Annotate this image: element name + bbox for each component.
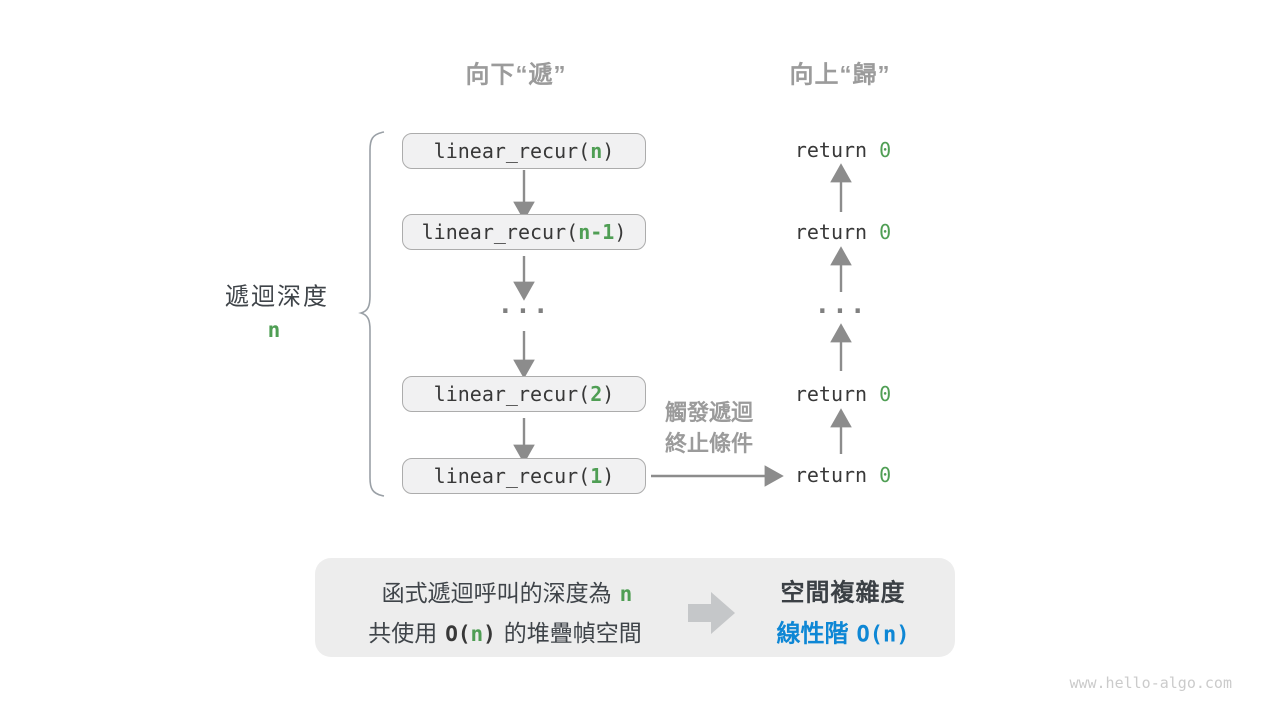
call-code: )	[602, 382, 615, 406]
call-code: )	[602, 464, 615, 488]
return-statement: return 0	[795, 220, 891, 244]
return-keyword: return	[794, 138, 868, 162]
call-code: linear_recur(	[433, 382, 591, 406]
summary-panel	[315, 558, 955, 657]
summary-depth-line: 函式遞迴呼叫的深度為 n	[382, 574, 633, 608]
return-value: 0	[879, 463, 892, 487]
termination-label: 觸發遞迴 終止條件	[665, 397, 753, 459]
header-return: 向上“歸”	[789, 61, 891, 89]
return-value: 0	[879, 382, 892, 406]
call-code: linear_recur(	[421, 220, 579, 244]
watermark: www.hello-algo.com	[1069, 674, 1232, 692]
call-box-n-1: linear_recur(n-1)	[402, 214, 646, 250]
return-value: 0	[879, 220, 892, 244]
summary-depth-value: n	[619, 582, 633, 606]
depth-brace-icon	[358, 131, 385, 497]
down-ellipsis: ...	[497, 290, 551, 321]
summary-space-pre: 共使用	[368, 620, 438, 646]
depth-value: n	[267, 318, 281, 342]
call-arg: 2	[590, 382, 603, 406]
return-keyword: return	[794, 463, 868, 487]
call-box-n: linear_recur(n)	[402, 133, 646, 169]
call-code: )	[602, 139, 615, 163]
return-statement: return 0	[795, 382, 891, 406]
return-keyword: return	[794, 220, 868, 244]
return-value: 0	[879, 138, 892, 162]
depth-label: 遞迴深度	[225, 283, 329, 311]
return-statement: return 0	[795, 463, 891, 487]
summary-depth-text: 函式遞迴呼叫的深度為	[381, 580, 612, 606]
call-box-1: linear_recur(1)	[402, 458, 646, 494]
call-code: linear_recur(	[433, 139, 591, 163]
big-o-close: )	[483, 622, 496, 646]
up-ellipsis: ...	[814, 290, 868, 321]
call-code: )	[614, 220, 627, 244]
complexity-order-label: 線性階	[776, 620, 849, 648]
summary-space-line: 共使用 O(n) 的堆疊幀空間	[368, 614, 642, 648]
call-arg: 1	[590, 464, 603, 488]
space-complexity-result: 線性階 O(n)	[777, 614, 910, 649]
call-arg: n	[590, 139, 603, 163]
header-recurse: 向下“遞”	[465, 61, 567, 89]
termination-line2: 終止條件	[664, 431, 754, 456]
termination-line1: 觸發遞迴	[664, 400, 754, 425]
big-o-open: O(	[445, 622, 471, 646]
space-complexity-title: 空間複雜度	[780, 579, 906, 607]
call-box-2: linear_recur(2)	[402, 376, 646, 412]
call-code: linear_recur(	[433, 464, 591, 488]
summary-space-value: n	[470, 622, 484, 646]
complexity-big-o: O(n)	[856, 622, 910, 648]
call-arg: n-1	[578, 220, 615, 244]
return-statement: return 0	[795, 138, 891, 162]
return-keyword: return	[794, 382, 868, 406]
summary-space-post: 的堆疊幀空間	[503, 620, 642, 646]
